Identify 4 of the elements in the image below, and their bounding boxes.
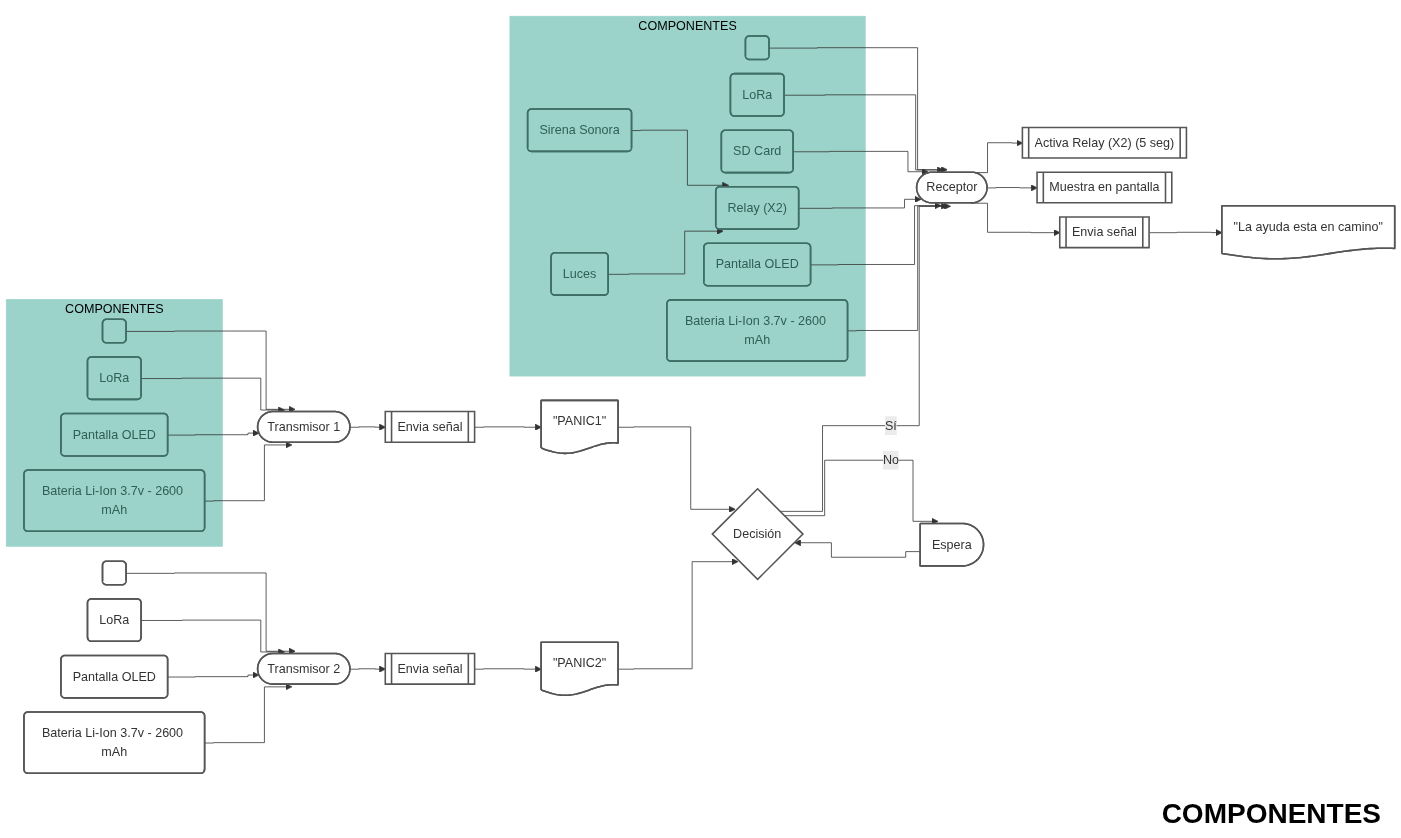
heading-label: COMPONENTES — [1161, 798, 1381, 830]
edge-label: No — [882, 453, 899, 467]
edge-label: Sí — [884, 418, 897, 433]
node-diamond: Decisión — [711, 487, 805, 581]
